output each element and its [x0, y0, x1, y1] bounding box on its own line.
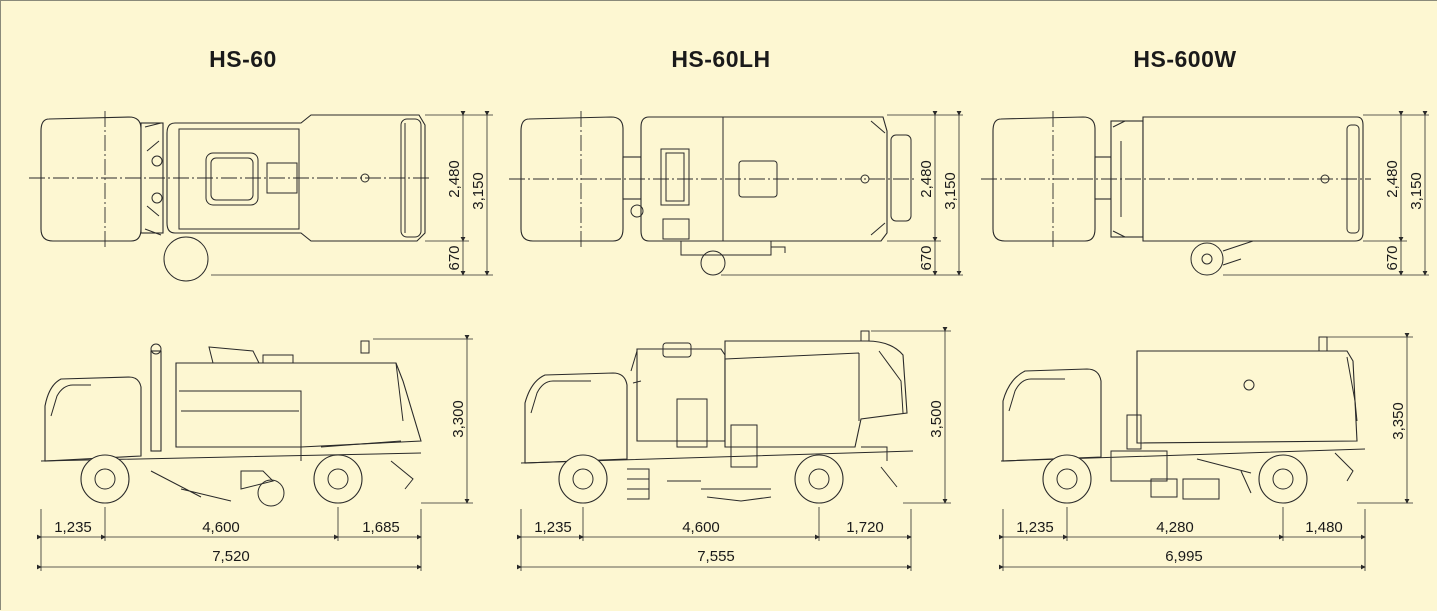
wheelbase-dim: 4,600 [682, 519, 720, 536]
height-dim: 3,350 [1390, 402, 1407, 440]
width-dimensions: 2,480 3,150 670 [721, 111, 963, 276]
top-view [509, 111, 915, 276]
total-length-dim: 6,995 [1165, 548, 1203, 565]
front-overhang-dim: 1,235 [1016, 519, 1054, 536]
side-view [520, 330, 914, 504]
width-dim-a: 2,480 [446, 160, 463, 198]
width-dim-b: 3,150 [942, 172, 959, 210]
front-overhang-dim: 1,235 [534, 519, 572, 536]
model-hs-60: HS-60 2,480 [29, 46, 493, 571]
rear-overhang-dim: 1,720 [846, 519, 884, 536]
width-dim-a: 2,480 [918, 160, 935, 198]
total-length-dim: 7,520 [212, 548, 250, 565]
model-title: HS-60 [209, 46, 277, 72]
model-title: HS-600W [1133, 46, 1236, 72]
side-view [1000, 336, 1366, 504]
height-dimension: 3,350 [1327, 333, 1413, 504]
front-overhang-dim: 1,235 [54, 519, 92, 536]
rear-overhang-dim: 1,685 [362, 519, 400, 536]
wheelbase-dim: 4,600 [202, 519, 240, 536]
length-dimensions: 1,235 4,600 1,720 7,555 [517, 507, 912, 571]
width-dimensions: 2,480 3,150 670 [1223, 111, 1429, 276]
width-dimensions: 2,480 3,150 670 [211, 111, 493, 276]
height-dim: 3,300 [450, 400, 467, 438]
width-dim-a: 2,480 [1384, 160, 1401, 198]
width-dim-c: 670 [1384, 245, 1401, 270]
height-dimension: 3,500 [871, 327, 951, 504]
model-hs-600w: HS-600W 2,480 3,150 670 [981, 46, 1429, 571]
length-dimensions: 1,235 4,280 1,480 6,995 [999, 507, 1366, 571]
width-dim-c: 670 [918, 245, 935, 270]
rear-overhang-dim: 1,480 [1305, 519, 1343, 536]
height-dimension: 3,300 [373, 335, 473, 504]
total-length-dim: 7,555 [697, 548, 735, 565]
model-title: HS-60LH [671, 46, 770, 72]
height-dim: 3,500 [928, 400, 945, 438]
wheelbase-dim: 4,280 [1156, 519, 1194, 536]
width-dim-b: 3,150 [470, 172, 487, 210]
top-view [29, 111, 431, 282]
model-hs-60lh: HS-60LH 2,480 3,15 [509, 46, 963, 571]
width-dim-b: 3,150 [1408, 172, 1425, 210]
width-dim-c: 670 [446, 245, 463, 270]
length-dimensions: 1,235 4,600 1,685 7,520 [37, 507, 422, 571]
top-view [981, 111, 1371, 276]
side-view [40, 340, 422, 507]
